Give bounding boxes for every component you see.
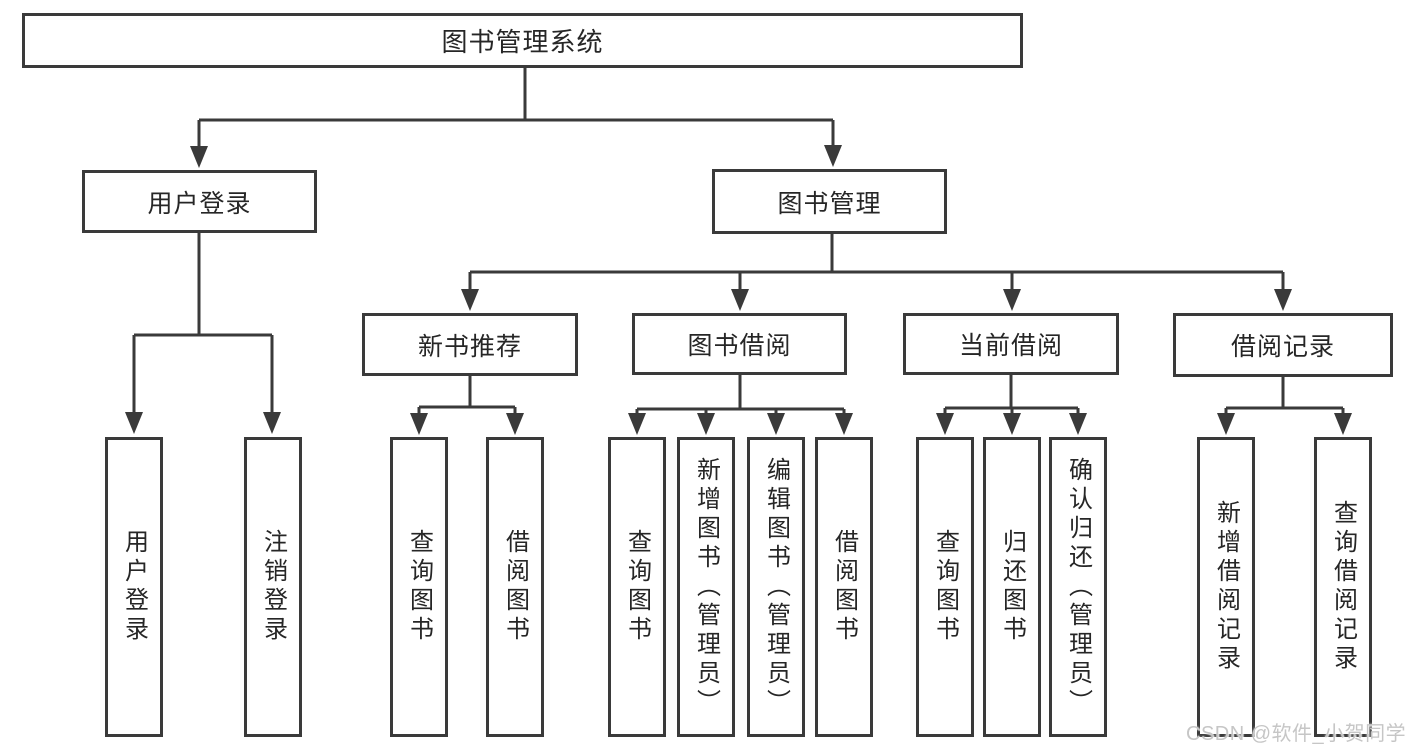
leaf-edit-book-admin-label: 编辑图书（管理员）: [762, 456, 790, 718]
leaf-edit-book-admin: 编辑图书（管理员）: [747, 437, 805, 737]
leaf-borrow-books-label: 借阅图书: [830, 529, 858, 645]
leaf-user-login-label: 用户登录: [120, 529, 148, 645]
node-book-management: 图书管理: [712, 169, 947, 234]
leaf-confirm-return-admin-label: 确认归还（管理员）: [1064, 456, 1092, 718]
node-borrow-records: 借阅记录: [1173, 313, 1393, 377]
leaf-borrow-books-recommend-label: 借阅图书: [501, 529, 529, 645]
leaf-return-books: 归还图书: [983, 437, 1041, 737]
leaf-confirm-return-admin: 确认归还（管理员）: [1049, 437, 1107, 737]
leaf-add-book-admin-label: 新增图书（管理员）: [692, 456, 720, 718]
leaf-query-books-recommend: 查询图书: [390, 437, 448, 737]
node-book-borrow: 图书借阅: [632, 313, 847, 375]
leaf-logout-label: 注销登录: [259, 529, 287, 645]
leaf-return-books-label: 归还图书: [998, 529, 1026, 645]
leaf-query-borrow-record-label: 查询借阅记录: [1329, 500, 1357, 674]
leaf-query-books-current-label: 查询图书: [931, 529, 959, 645]
csdn-watermark: CSDN @软件_小贺同学: [1186, 723, 1405, 745]
leaf-query-books-borrow: 查询图书: [608, 437, 666, 737]
node-current-borrow: 当前借阅: [903, 313, 1119, 375]
leaf-borrow-books: 借阅图书: [815, 437, 873, 737]
node-root-system: 图书管理系统: [22, 13, 1023, 68]
leaf-user-login: 用户登录: [105, 437, 163, 737]
leaf-add-book-admin: 新增图书（管理员）: [677, 437, 735, 737]
node-new-book-recommend: 新书推荐: [362, 313, 578, 376]
leaf-query-books-current: 查询图书: [916, 437, 974, 737]
leaf-add-borrow-record: 新增借阅记录: [1197, 437, 1255, 737]
leaf-query-borrow-record: 查询借阅记录: [1314, 437, 1372, 737]
leaf-query-books-borrow-label: 查询图书: [623, 529, 651, 645]
leaf-query-books-recommend-label: 查询图书: [405, 529, 433, 645]
leaf-logout: 注销登录: [244, 437, 302, 737]
node-user-login: 用户登录: [82, 170, 317, 233]
leaf-borrow-books-recommend: 借阅图书: [486, 437, 544, 737]
leaf-add-borrow-record-label: 新增借阅记录: [1212, 500, 1240, 674]
